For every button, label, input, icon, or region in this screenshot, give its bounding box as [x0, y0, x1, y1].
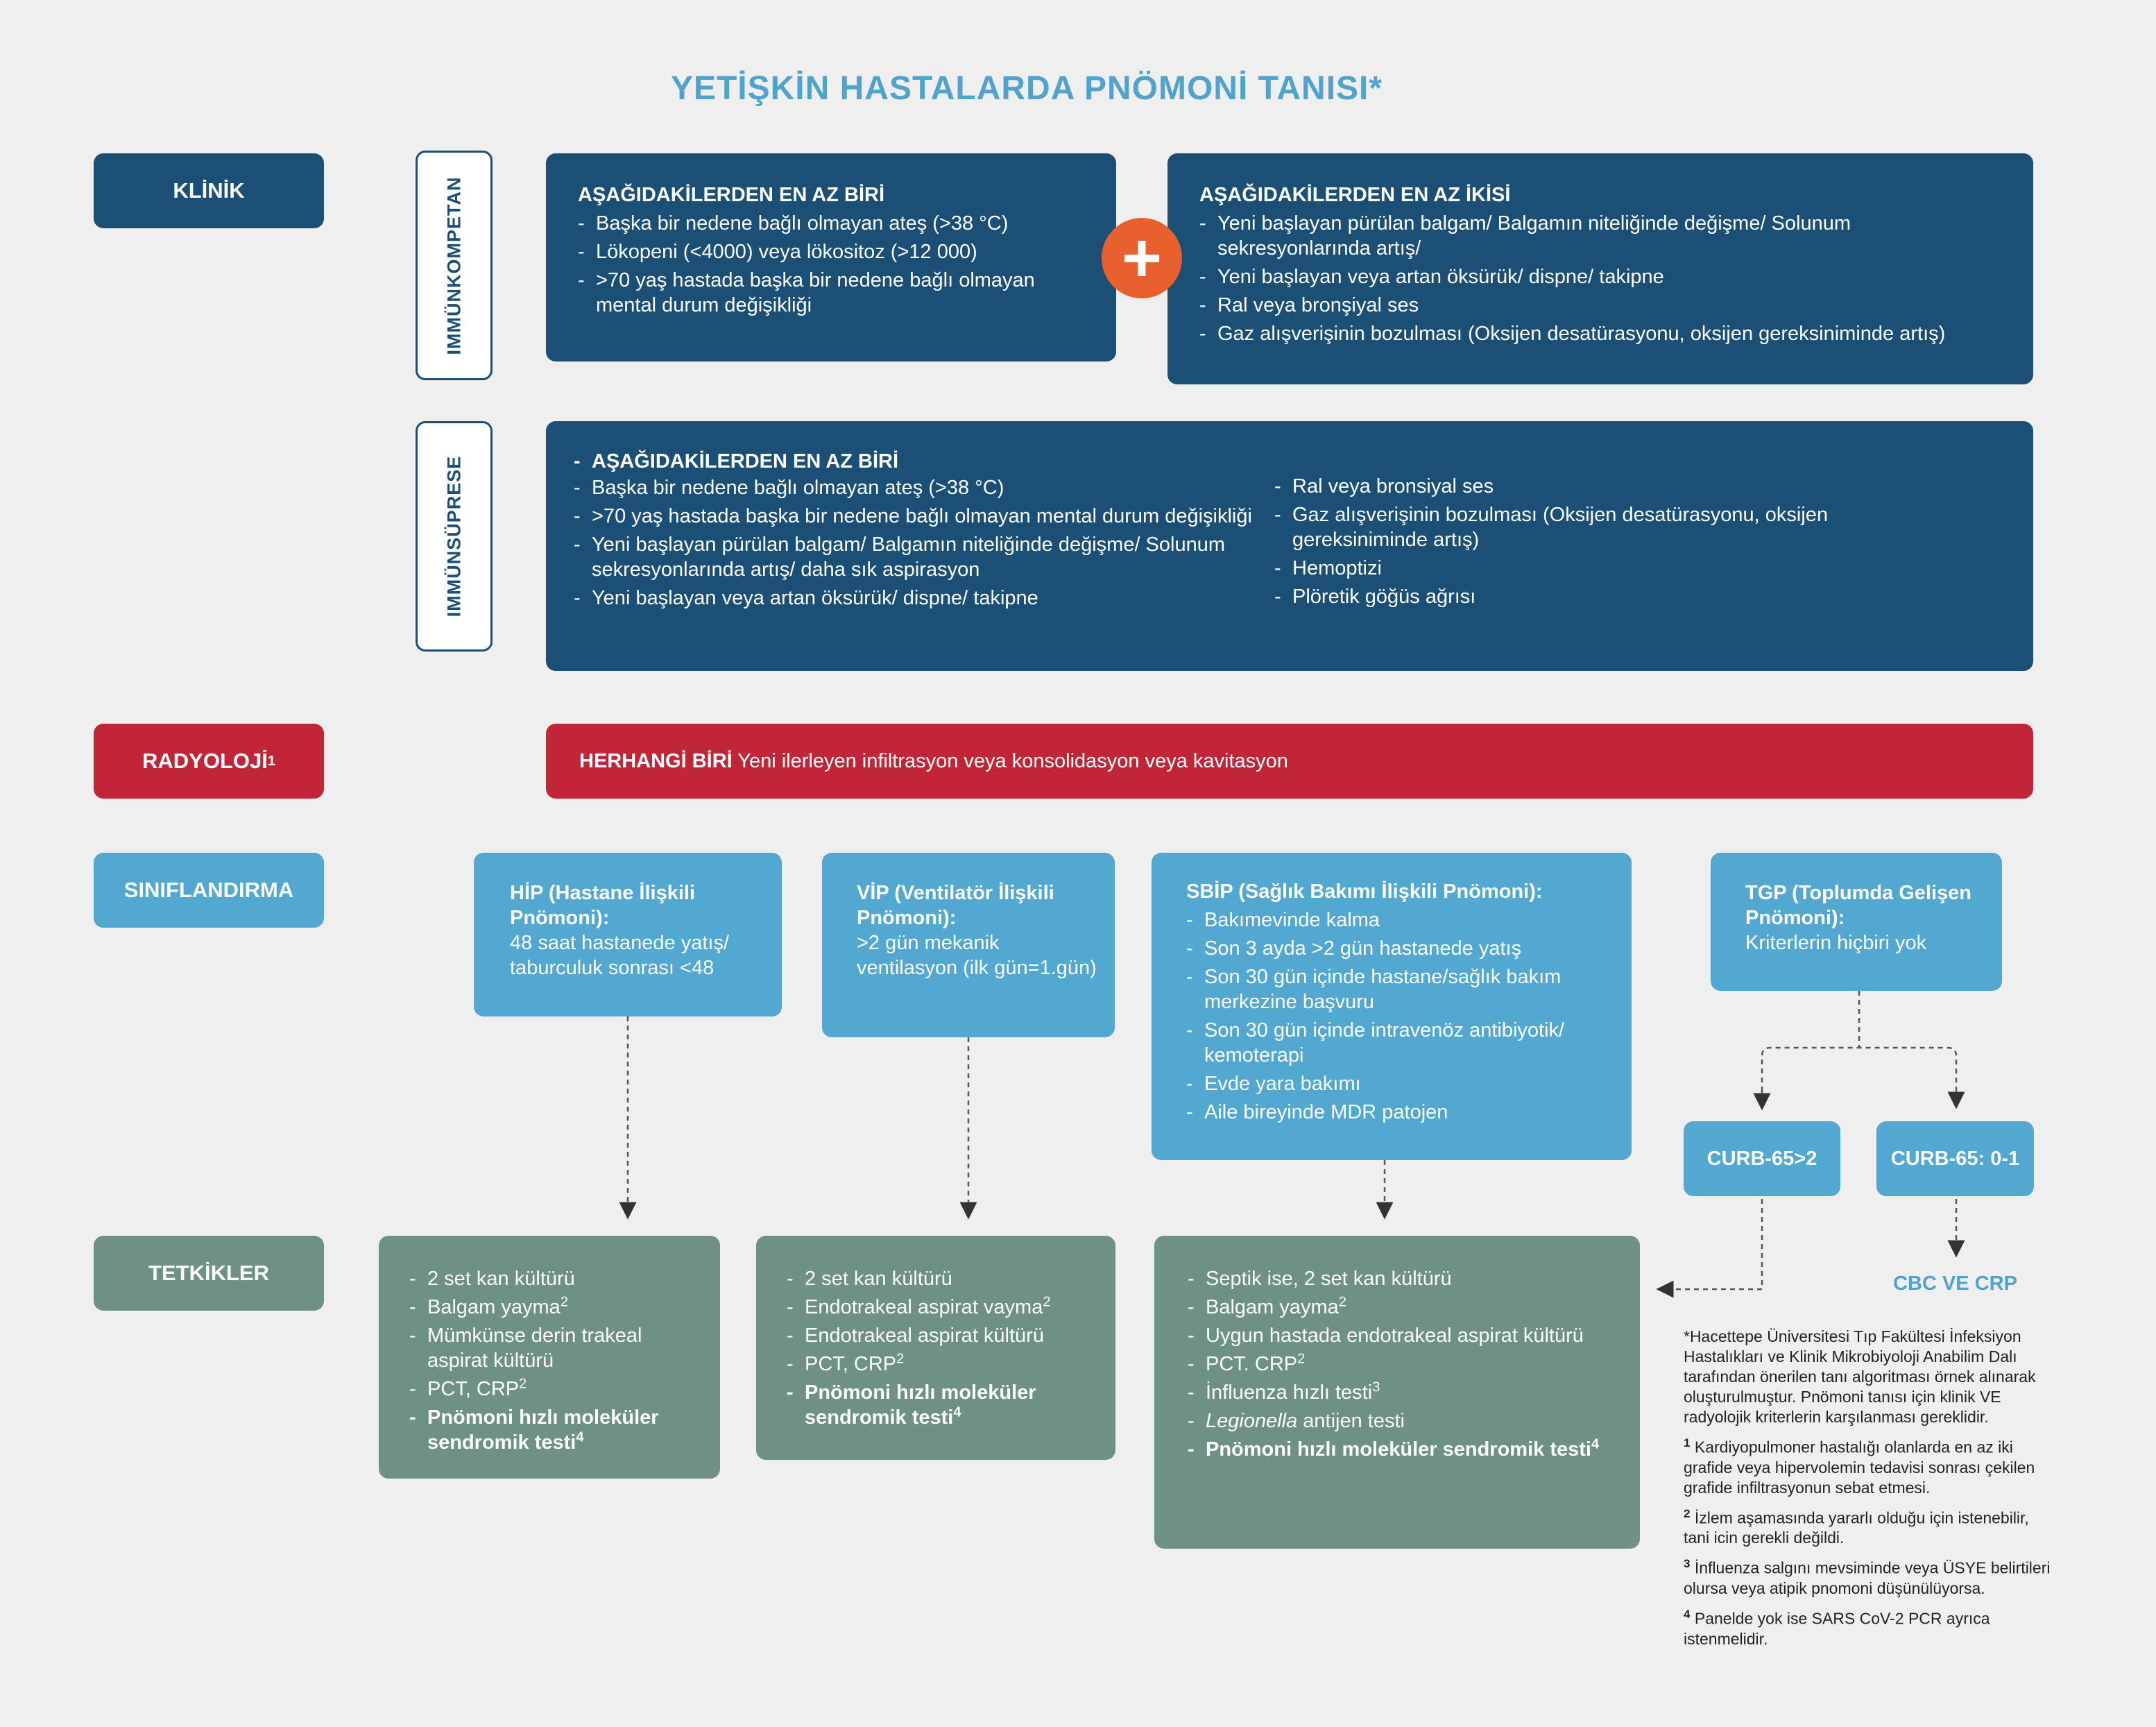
footnote-1: 1 Kardiyopulmoner hastalığı olanlarda en…	[1684, 1436, 2035, 1497]
immunsuprese-criteria: AŞAĞIDAKİLERDEN EN AZ BİRİ Başka bir ned…	[546, 421, 2033, 671]
radyoloji-text: Yeni ilerleyen infiltrasyon veya konsoli…	[732, 750, 1288, 772]
label-siniflandirma: SINIFLANDIRMA	[94, 853, 324, 928]
vip-tests-box: 2 set kan kültürü Endotrakeal aspirat va…	[756, 1236, 1115, 1460]
list-item: Yeni başlayan veya artan öksürük/ dispne…	[1199, 264, 2005, 289]
list-item: Pnömoni hızlı moleküler sendromik testi4	[1188, 1437, 1619, 1462]
list-item: 2 set kan kültürü	[409, 1266, 706, 1291]
tgp-split	[1761, 1046, 1965, 1109]
footnote-4: 4 Panelde yok ise SARS CoV-2 PCR ayrıca …	[1684, 1607, 1990, 1648]
list-item: Başka bir nedene bağlı olmayan ateş (>38…	[574, 475, 1302, 500]
list-item: Septik ise, 2 set kan kültürü	[1188, 1266, 1619, 1291]
immunsuprese-tag: IMMÜNSÜPRESE	[416, 421, 493, 652]
immunsuprese-heading: AŞAĞIDAKİLERDEN EN AZ BİRİ	[574, 449, 1302, 474]
list-item: Ral veya bronsiyal ses	[1274, 474, 1968, 499]
list-item: Son 30 gün içinde hastane/sağlık bakım m…	[1186, 964, 1611, 1014]
criteria-one-heading: AŞAĞIDAKİLERDEN EN AZ BİRİ	[578, 184, 884, 206]
cbc-crp-label: CBC VE CRP	[1893, 1273, 2017, 1295]
list-item: PCT, CRP2	[409, 1377, 706, 1402]
tgp-heading: TGP (Toplumda Gelişen Pnömoni):	[1745, 882, 1972, 929]
hip-box: HİP (Hastane İlişkili Pnömoni): 48 saat …	[474, 853, 782, 1016]
list-item: Bakımevinde kalma	[1186, 908, 1611, 933]
vip-heading: VİP (Ventilatör İlişkili Pnömoni):	[857, 882, 1054, 929]
immunsuprese-left-column: AŞAĞIDAKİLERDEN EN AZ BİRİ Başka bir ned…	[574, 449, 1302, 614]
list-item: Endotrakeal aspirat vayma2	[787, 1295, 1102, 1320]
list-item: Gaz alışverişinin bozulması (Oksijen des…	[1274, 502, 1968, 552]
list-item: PCT. CRP2	[1188, 1352, 1619, 1377]
label-tetkikler: TETKİKLER	[94, 1236, 324, 1311]
vip-body: >2 gün mekanik ventilasyon (ilk gün=1.gü…	[857, 932, 1097, 979]
sbip-tests-box: Septik ise, 2 set kan kültürü Balgam yay…	[1154, 1236, 1640, 1549]
list-item: >70 yaş hastada başka bir nedene bağlı o…	[578, 268, 1088, 318]
footnote-2: 2 İzlem aşamasında yararlı olduğu için i…	[1684, 1506, 2029, 1547]
list-item: Aile bireyinde MDR patojen	[1186, 1100, 1611, 1125]
list-item: Mümkünse derin trakeal aspirat kültürü	[409, 1323, 706, 1373]
immunsuprese-right-column: Ral veya bronsiyal ses Gaz alışverişinin…	[1274, 474, 1968, 613]
list-item: Pnömoni hızlı moleküler sendromik testi4	[787, 1380, 1102, 1430]
criteria-two-heading: AŞAĞIDAKİLERDEN EN AZ İKİSİ	[1199, 184, 1511, 206]
list-item: Balgam yayma2	[1188, 1295, 1619, 1320]
list-item: Ral veya bronşiyal ses	[1199, 293, 2005, 318]
tgp-box: TGP (Toplumda Gelişen Pnömoni): Kriterle…	[1711, 853, 2002, 991]
immunkompetan-tag: IMMÜNKOMPETAN	[416, 151, 493, 380]
hip-heading: HİP (Hastane İlişkili Pnömoni):	[510, 882, 696, 929]
footnote-main: *Hacettepe Üniversitesi Tıp Fakültesi İn…	[1684, 1327, 2036, 1426]
immunkompetan-criteria-two: AŞAĞIDAKİLERDEN EN AZ İKİSİ Yeni başlaya…	[1167, 153, 2033, 384]
radyoloji-bold: HERHANGİ BİRİ	[579, 750, 733, 772]
vip-box: VİP (Ventilatör İlişkili Pnömoni): >2 gü…	[822, 853, 1115, 1037]
list-item: Balgam yayma2	[409, 1295, 706, 1320]
sbip-heading: SBİP (Sağlık Bakımı İlişkili Pnömoni):	[1186, 880, 1543, 903]
list-item: Son 30 gün içinde intravenöz antibiyotik…	[1186, 1018, 1611, 1068]
hip-body: 48 saat hastanede yatış/ taburculuk sonr…	[510, 932, 729, 979]
list-item: >70 yaş hastada başka bir nedene bağlı o…	[574, 504, 1302, 529]
radyoloji-criteria: HERHANGİ BİRİ Yeni ilerleyen infiltrasyo…	[546, 724, 2033, 799]
list-item: Son 3 ayda >2 gün hastanede yatış	[1186, 936, 1611, 961]
footnote-3: 3 İnfluenza salgını mevsiminde veya ÜSYE…	[1684, 1557, 2051, 1597]
list-item: Plöretik göğüs ağrısı	[1274, 584, 1968, 609]
immunkompetan-criteria-one: AŞAĞIDAKİLERDEN EN AZ BİRİ Başka bir ned…	[546, 153, 1116, 361]
list-item: Yeni başlayan pürülan balgam/ Balgamın n…	[574, 532, 1302, 582]
list-item: Hemoptizi	[1274, 556, 1968, 581]
curb-low-box: CURB-65: 0-1	[1876, 1121, 2034, 1196]
page-title: YETİŞKİN HASTALARDA PNÖMONİ TANISI*	[670, 70, 1383, 107]
plus-icon: +	[1102, 218, 1182, 298]
list-item: Endotrakeal aspirat kültürü	[787, 1323, 1102, 1348]
tgp-body: Kriterlerin hiçbiri yok	[1745, 932, 1927, 954]
footnotes: *Hacettepe Üniversitesi Tıp Fakültesi İn…	[1684, 1327, 2051, 1655]
list-item: Başka bir nedene bağlı olmayan ateş (>38…	[578, 211, 1088, 236]
label-klinik: KLİNİK	[94, 153, 324, 228]
sbip-box: SBİP (Sağlık Bakımı İlişkili Pnömoni): B…	[1152, 853, 1632, 1160]
hip-tests-box: 2 set kan kültürü Balgam yayma2 Mümkünse…	[379, 1236, 720, 1479]
list-item: Gaz alışverişinin bozulması (Oksijen des…	[1199, 321, 2005, 346]
curb-high-box: CURB-65>2	[1684, 1121, 1840, 1196]
list-item: 2 set kan kültürü	[787, 1266, 1102, 1291]
list-item: Yeni başlayan pürülan balgam/ Balgamın n…	[1199, 211, 2005, 261]
curb-high-arrow	[1656, 1199, 1763, 1298]
list-item: Legionella antijen testi	[1188, 1409, 1619, 1434]
list-item: Uygun hastada endotrakeal aspirat kültür…	[1188, 1323, 1619, 1348]
list-item: Evde yara bakımı	[1186, 1071, 1611, 1096]
list-item: PCT, CRP2	[787, 1352, 1102, 1377]
list-item: Pnömoni hızlı moleküler sendromik testi4	[409, 1405, 706, 1455]
list-item: Yeni başlayan veya artan öksürük/ dispne…	[574, 586, 1302, 611]
list-item: İnfluenza hızlı testi3	[1188, 1380, 1619, 1405]
list-item: Lökopeni (<4000) veya lökositoz (>12 000…	[578, 239, 1088, 264]
